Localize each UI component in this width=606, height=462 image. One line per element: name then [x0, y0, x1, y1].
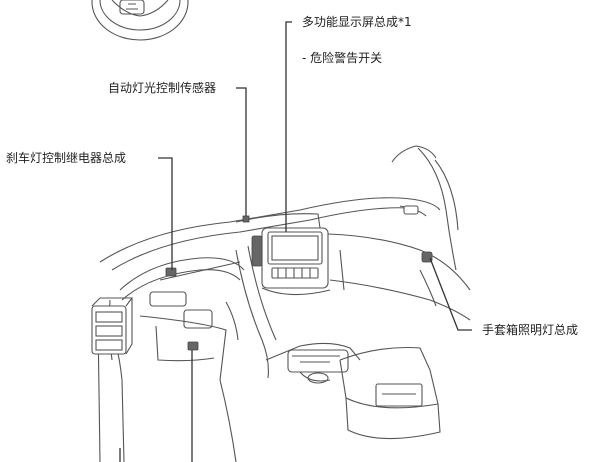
label-glovebox-light: 手套箱照明灯总成 — [482, 323, 579, 337]
label-stop-light-relay: 刹车灯控制继电器总成 — [6, 151, 127, 165]
leader-lines — [119, 21, 472, 462]
steering-wheel-drawing — [91, 0, 189, 41]
label-auto-light-sensor: 自动灯光控制传感器 — [108, 81, 217, 95]
label-multi-display: 多功能显示屏总成*1 — [302, 15, 412, 29]
windshield-line — [391, 145, 437, 163]
display-screen — [267, 231, 323, 265]
relay-box-drawing — [91, 297, 134, 355]
dash-top-outline — [99, 197, 441, 263]
label-hazard-switch: - 危险警告开关 — [302, 51, 383, 65]
